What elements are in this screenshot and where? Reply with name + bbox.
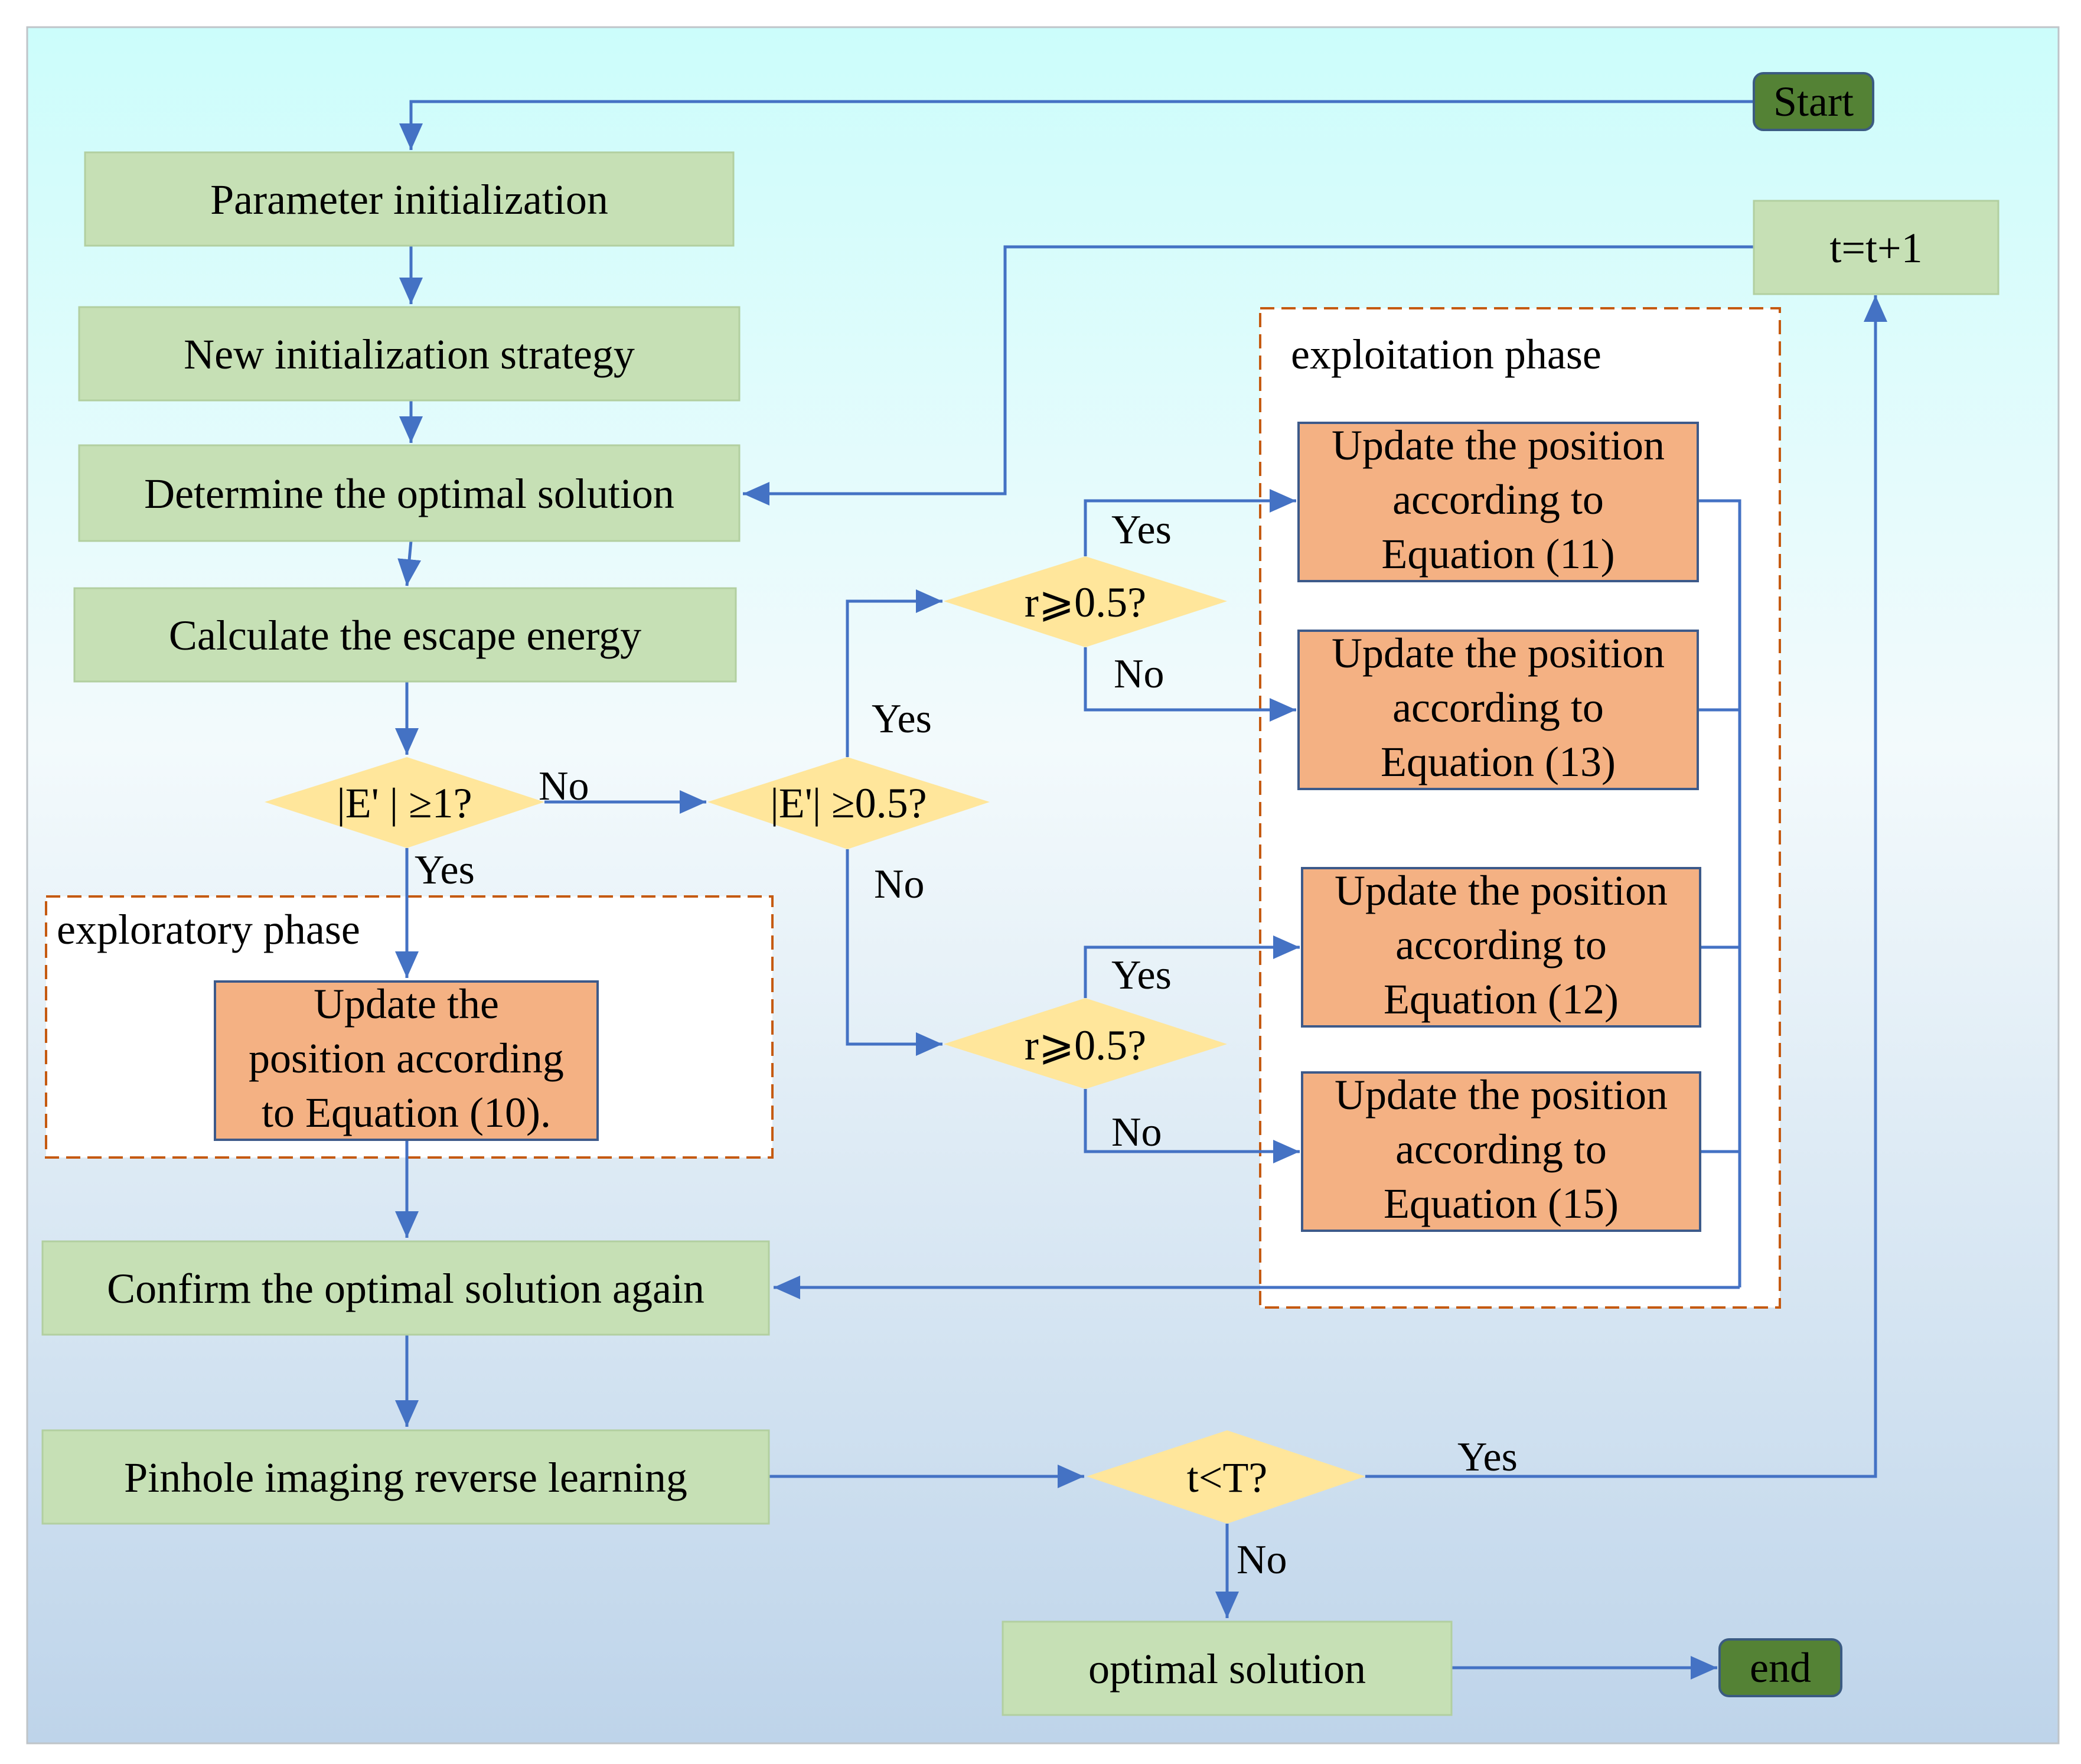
update-eq10-line-1: Update the: [314, 980, 499, 1028]
update-eq13-line-1: Update the position: [1332, 630, 1665, 677]
arrow-r-lower-yes: [1084, 935, 1300, 998]
decision-e-ge-05-label: |E'| ≥0.5?: [770, 780, 927, 827]
new-init-shape: [78, 306, 741, 402]
decision-r-lower-label: r⩾0.5?: [1025, 1022, 1146, 1069]
escape-energy-shape: [73, 587, 737, 683]
arrow-e05-no: [846, 849, 942, 1056]
update-eq13-box: Update the position according to Equatio…: [1297, 630, 1699, 790]
decision-t-lt-T: t<T?: [1087, 1430, 1365, 1524]
update-eq11-shape: [1297, 422, 1699, 582]
confirm-optimal-shape: [41, 1240, 770, 1336]
update-eq12-shape: [1301, 867, 1701, 1028]
decision-r-lower: r⩾0.5?: [944, 998, 1227, 1089]
param-init-box: Parameter initialization: [84, 151, 735, 247]
update-eq15-shape: [1301, 1071, 1701, 1232]
update-eq10-line-3: to Equation (10).: [262, 1089, 551, 1136]
start-shape: [1753, 72, 1874, 131]
escape-energy-label: Calculate the escape energy: [169, 612, 641, 659]
start-terminal: Start: [1753, 72, 1874, 131]
arrow-start-to-param: [399, 100, 1754, 150]
update-eq13-line-3: Equation (13): [1381, 738, 1616, 785]
edge-label-r-lower-no: No: [1111, 1110, 1162, 1155]
edge-label-e05-yes: Yes: [872, 696, 932, 742]
update-eq11-line-2: according to: [1392, 476, 1604, 523]
decision-t-lt-T-label: t<T?: [1187, 1454, 1268, 1501]
increment-label: t=t+1: [1829, 224, 1922, 272]
param-init-shape: [84, 151, 735, 247]
arrow-e05-yes: [846, 589, 942, 757]
arrow-t-yes: [1365, 295, 1887, 1478]
end-shape: [1718, 1638, 1842, 1697]
param-init-label: Parameter initialization: [210, 176, 608, 223]
update-eq12-line-3: Equation (12): [1384, 976, 1619, 1023]
optimal-solution-label: optimal solution: [1088, 1645, 1366, 1693]
arrow-increment-to-determine: [743, 245, 1754, 506]
decision-e-ge-1-shape: [265, 757, 544, 848]
decision-r-lower-shape: [944, 998, 1227, 1089]
edge-label-t-no: No: [1237, 1537, 1287, 1583]
update-eq12-line-1: Update the position: [1335, 867, 1668, 914]
determine-optimal-label: Determine the optimal solution: [144, 470, 674, 517]
update-eq15-line-2: according to: [1395, 1126, 1607, 1173]
edge-label-r-upper-no: No: [1114, 651, 1165, 697]
arrow-r-lower-no: [1084, 1089, 1300, 1163]
update-eq13-line-2: according to: [1392, 684, 1604, 731]
update-eq11-line-1: Update the position: [1332, 422, 1665, 469]
confirm-optimal-label: Confirm the optimal solution again: [107, 1265, 704, 1312]
exploitation-phase-label: exploitation phase: [1291, 331, 1601, 378]
edge-labels: No Yes Yes No Yes No Yes No Yes No: [415, 507, 1518, 1583]
update-eq15-line-3: Equation (15): [1384, 1180, 1619, 1227]
optimal-solution-shape: [1002, 1620, 1453, 1716]
update-eq15-line-1: Update the position: [1335, 1071, 1668, 1119]
decision-r-upper-label: r⩾0.5?: [1025, 579, 1146, 626]
decision-e-ge-1: |E' | ≥1?: [265, 757, 544, 848]
pinhole-box: Pinhole imaging reverse learning: [41, 1429, 770, 1525]
decision-t-lt-T-shape: [1087, 1430, 1365, 1524]
confirm-optimal-box: Confirm the optimal solution again: [41, 1240, 770, 1336]
start-label: Start: [1773, 78, 1854, 125]
edge-label-e1-yes: Yes: [415, 847, 475, 893]
exploratory-phase-label: exploratory phase: [57, 906, 360, 953]
pinhole-shape: [41, 1429, 770, 1525]
edge-label-r-upper-yes: Yes: [1111, 507, 1172, 553]
escape-energy-box: Calculate the escape energy: [73, 587, 737, 683]
update-eq15-box: Update the position according to Equatio…: [1301, 1071, 1701, 1232]
decision-e-ge-05: |E'| ≥0.5?: [707, 757, 990, 849]
arrow-r-upper-yes: [1084, 489, 1296, 556]
increment-box: t=t+1: [1753, 200, 2000, 295]
merge-eq11: [1698, 499, 1741, 1287]
edge-label-t-yes: Yes: [1457, 1434, 1518, 1480]
update-eq10-shape: [214, 980, 599, 1141]
arrow-determine-to-escape: [397, 540, 422, 586]
optimal-solution-box: optimal solution: [1002, 1620, 1453, 1716]
edge-label-e1-no: No: [539, 764, 589, 809]
edge-label-r-lower-yes: Yes: [1111, 953, 1172, 998]
edge-label-e05-no: No: [874, 862, 925, 907]
increment-shape: [1753, 200, 2000, 295]
decision-e-ge-1-label: |E' | ≥1?: [337, 780, 472, 827]
determine-optimal-box: Determine the optimal solution: [78, 444, 741, 542]
update-eq12-box: Update the position according to Equatio…: [1301, 867, 1701, 1028]
pinhole-label: Pinhole imaging reverse learning: [124, 1454, 687, 1501]
update-eq10-line-2: position according: [249, 1035, 564, 1082]
new-init-box: New initialization strategy: [78, 306, 741, 402]
update-eq11-box: Update the position according to Equatio…: [1297, 422, 1699, 582]
arrow-r-upper-no: [1084, 647, 1296, 722]
decision-e-ge-05-shape: [707, 757, 990, 849]
determine-optimal-shape: [78, 444, 741, 542]
decision-r-upper: r⩾0.5?: [944, 556, 1227, 647]
update-eq11-line-3: Equation (11): [1381, 530, 1614, 578]
update-eq10-box: Update the position according to Equatio…: [214, 980, 599, 1141]
decision-r-upper-shape: [944, 556, 1227, 647]
update-eq13-shape: [1297, 630, 1699, 790]
end-terminal: end: [1718, 1638, 1842, 1697]
end-label: end: [1750, 1644, 1811, 1691]
connectors: [395, 100, 1887, 1680]
update-eq12-line-2: according to: [1395, 921, 1607, 969]
new-init-label: New initialization strategy: [184, 331, 635, 378]
